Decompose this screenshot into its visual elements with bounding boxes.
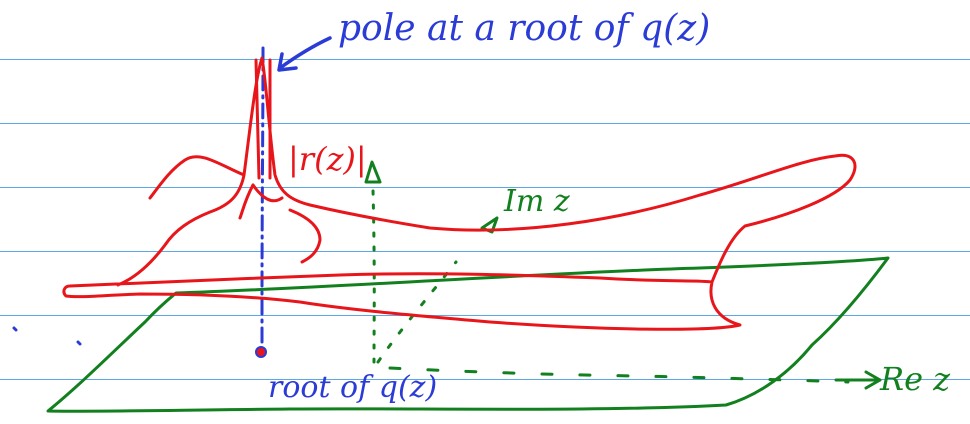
re-axis-label: Re z [880,360,951,398]
ruled-line [0,315,970,316]
value-axis-arrow [364,160,382,184]
pole-axis [260,46,265,352]
ruled-line [0,379,970,380]
pole-pointer-arrow [277,36,332,72]
ruled-line [0,251,970,252]
pole-spike [254,58,272,180]
im-axis-label: Im z [504,184,570,219]
ruled-line [0,123,970,124]
root-marker [255,346,267,358]
stray-mark [76,340,82,346]
ruled-line [0,187,970,188]
pole-label: pole at a root of q(z) [338,8,711,49]
modulus-label: |r(z)| [288,140,367,178]
re-axis-arrow [834,370,882,390]
ruled-line [0,59,970,60]
re-axis [388,366,850,384]
complex-plane [46,256,890,413]
modulus-surface [62,56,857,331]
root-label: root of q(z) [268,370,438,405]
value-axis [371,188,376,364]
stray-mark [12,326,18,332]
